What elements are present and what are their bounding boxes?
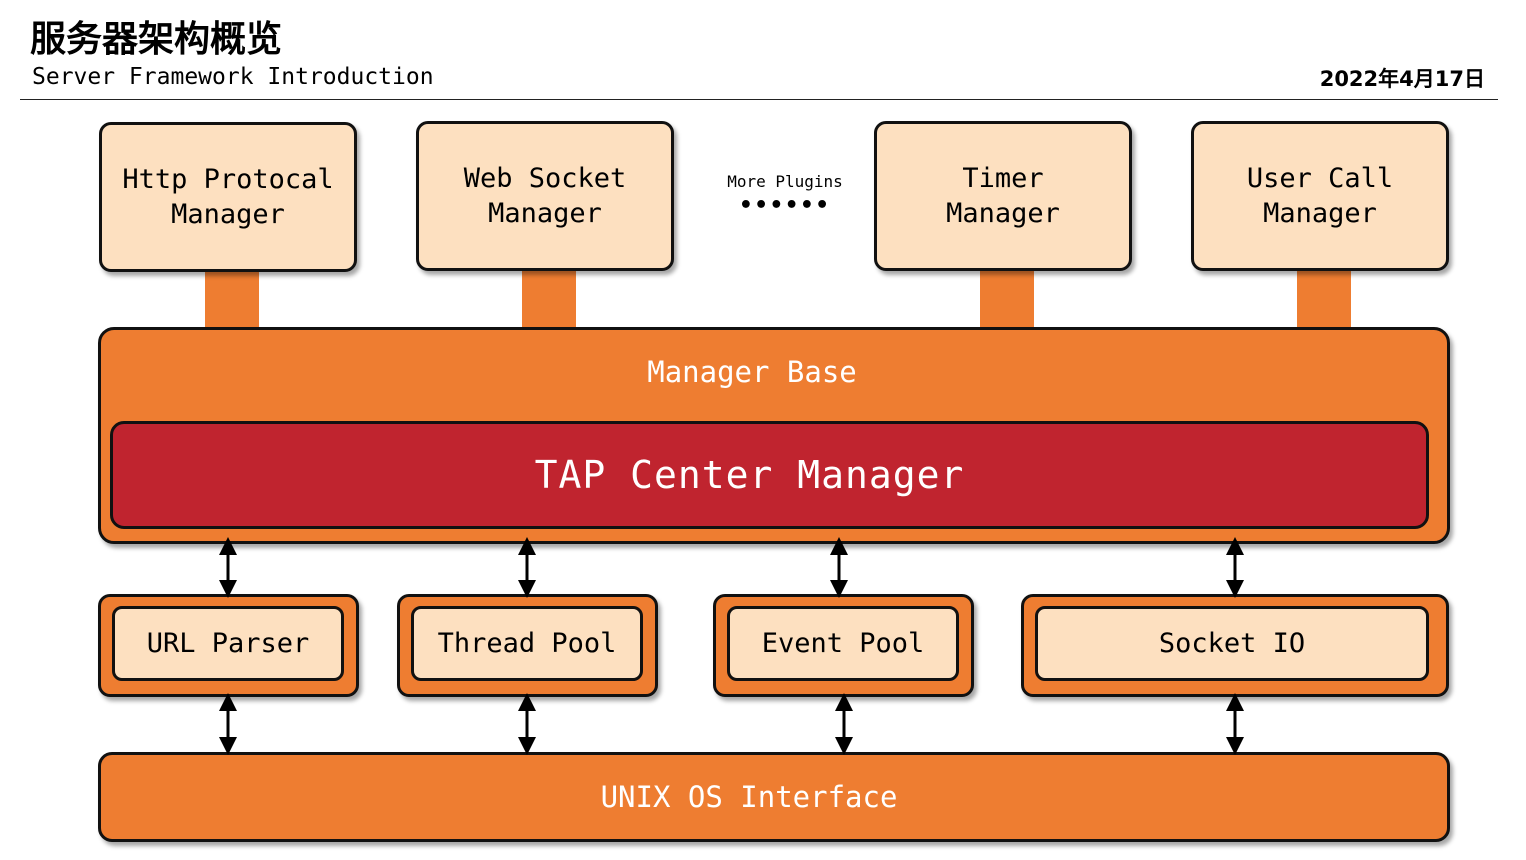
header-divider bbox=[20, 99, 1498, 100]
service-url-parser: URL Parser bbox=[112, 606, 344, 681]
tap-center-manager-block: TAP Center Manager bbox=[110, 421, 1429, 529]
manager-base-label: Manager Base bbox=[647, 355, 857, 389]
date-label: 2022年4月17日 bbox=[1319, 67, 1485, 91]
plugin-web-socket-manager: Web Socket Manager bbox=[416, 121, 674, 271]
service-socket-io: Socket IO bbox=[1035, 606, 1429, 681]
service-event-pool: Event Pool bbox=[727, 606, 959, 681]
page-title-chinese: 服务器架构概览 bbox=[30, 19, 283, 60]
plugin-connector-websocket bbox=[522, 270, 576, 328]
page-title-english: Server Framework Introduction bbox=[32, 64, 434, 90]
plugin-label: User Call Manager bbox=[1246, 163, 1394, 229]
plugin-label: Timer Manager bbox=[946, 163, 1060, 229]
unix-os-interface-label: UNIX OS Interface bbox=[600, 780, 898, 814]
plugin-http-protocal-manager: Http Protocal Manager bbox=[99, 122, 357, 272]
service-label: Socket IO bbox=[1158, 628, 1306, 659]
plugin-user-call-manager: User Call Manager bbox=[1191, 121, 1449, 271]
service-label: Event Pool bbox=[761, 628, 925, 659]
more-plugins-ellipsis: •••••• bbox=[739, 193, 831, 218]
tap-center-manager-label: TAP Center Manager bbox=[534, 453, 965, 497]
plugin-label: Http Protocal Manager bbox=[122, 164, 334, 230]
plugin-label: Web Socket Manager bbox=[463, 163, 627, 229]
plugin-timer-manager: Timer Manager bbox=[874, 121, 1132, 271]
plugin-connector-usercall bbox=[1297, 270, 1351, 328]
plugin-connector-timer bbox=[980, 270, 1034, 328]
service-label: Thread Pool bbox=[437, 628, 617, 659]
service-thread-pool: Thread Pool bbox=[411, 606, 643, 681]
unix-os-interface-block: UNIX OS Interface bbox=[98, 752, 1450, 842]
plugin-connector-http bbox=[205, 270, 259, 328]
more-plugins-label: More Plugins bbox=[727, 172, 843, 191]
service-label: URL Parser bbox=[146, 628, 310, 659]
